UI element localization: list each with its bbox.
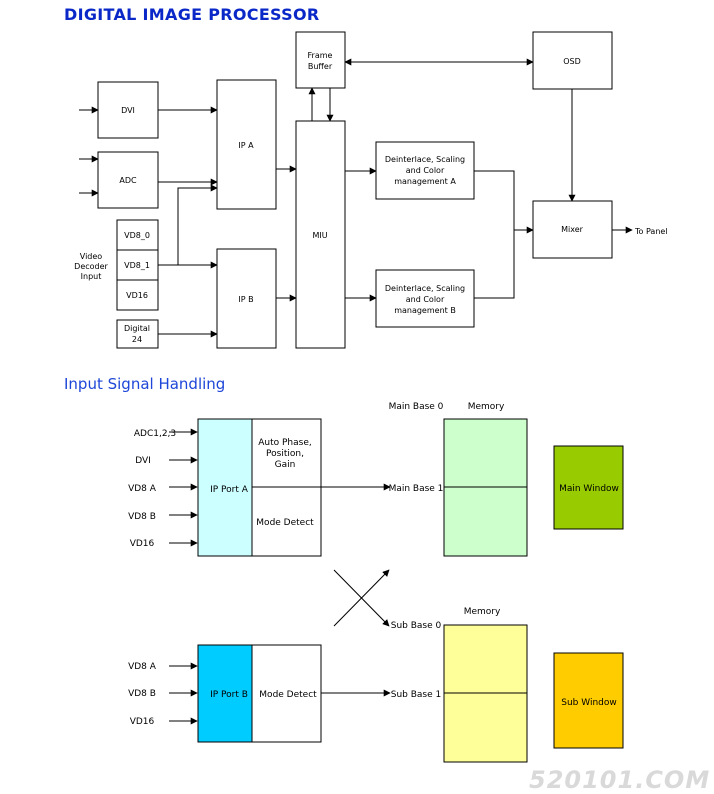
input-a-vd8a: VD8 A	[128, 484, 157, 494]
mode-detect-a-label: Mode Detect	[256, 518, 314, 528]
deinterlace-a-line3: management A	[394, 177, 456, 186]
vd8-1-label: VD8_1	[124, 261, 150, 270]
main-base-1-label: Main Base 1	[389, 484, 444, 494]
vd8-0-label: VD8_0	[124, 231, 150, 240]
mode-detect-b-box	[251, 644, 322, 743]
to-panel-label: To Panel	[634, 227, 668, 236]
deinterlace-a-line2: and Color	[406, 166, 445, 175]
deinterlace-b-line1: Deinterlace, Scaling	[385, 284, 465, 293]
frame-buffer-label-line1: Frame	[308, 51, 333, 60]
mixer-box	[532, 200, 613, 259]
miu-label: MIU	[312, 231, 327, 240]
vd16-label: VD16	[126, 291, 148, 300]
ip-a-label: IP A	[238, 141, 254, 150]
ip-port-a-box	[197, 418, 253, 557]
input-b-vd16: VD16	[130, 717, 155, 727]
miu-box	[295, 120, 346, 349]
memory-sub-label: Memory	[464, 607, 501, 617]
main-window-box	[553, 445, 624, 530]
input-a-vd16: VD16	[130, 539, 155, 549]
osd-label: OSD	[563, 57, 581, 66]
page-title: DIGITAL IMAGE PROCESSOR	[64, 5, 320, 24]
video-decoder-input-line2: Decoder	[74, 262, 108, 271]
input-a-vd8b: VD8 B	[128, 512, 156, 522]
frame-buffer-box	[295, 31, 346, 89]
ip-port-a-label: IP Port A	[210, 485, 249, 495]
sub-base-0-label: Sub Base 0	[391, 621, 442, 631]
ip-a-box	[216, 79, 277, 210]
sub-window-box	[553, 652, 624, 749]
frame-buffer-label-line2: Buffer	[308, 62, 333, 71]
sub-base-1-label: Sub Base 1	[391, 690, 442, 700]
adc-box	[97, 151, 159, 209]
deinterlace-b-box	[375, 269, 475, 328]
auto-phase-line1: Auto Phase,	[258, 438, 312, 448]
osd-box	[532, 31, 613, 90]
video-decoder-input-line3: Input	[81, 272, 102, 281]
digital24-label-line2: 24	[132, 335, 142, 344]
input-b-vd8b: VD8 B	[128, 689, 156, 699]
mode-detect-b-label: Mode Detect	[259, 690, 317, 700]
auto-phase-line2: Position,	[266, 449, 304, 459]
deinterlace-b-line2: and Color	[406, 295, 445, 304]
input-a-dvi: DVI	[135, 456, 151, 466]
ip-port-b-label: IP Port B	[210, 690, 248, 700]
dvi-label: DVI	[121, 106, 135, 115]
deinterlace-a-line1: Deinterlace, Scaling	[385, 155, 465, 164]
memory-main-label: Memory	[468, 402, 505, 412]
section-title: Input Signal Handling	[64, 375, 226, 393]
input-a-adc: ADC1,2,3	[134, 429, 176, 439]
mixer-label: Mixer	[561, 225, 584, 234]
digital24-label-line1: Digital	[124, 324, 150, 333]
deinterlace-b-line3: management B	[394, 306, 456, 315]
video-decoder-group-box	[116, 219, 159, 311]
main-base-0-label: Main Base 0	[389, 402, 444, 412]
watermark: 520101.COM	[529, 766, 711, 794]
sub-window-label: Sub Window	[561, 698, 616, 708]
dvi-box	[97, 81, 159, 139]
auto-phase-line3: Gain	[275, 460, 296, 470]
adc-label: ADC	[119, 176, 137, 185]
video-decoder-input-line1: Video	[80, 252, 103, 261]
main-window-label: Main Window	[559, 484, 619, 494]
input-b-vd8a: VD8 A	[128, 662, 157, 672]
ip-b-label: IP B	[238, 295, 253, 304]
ip-port-b-box	[197, 644, 253, 743]
